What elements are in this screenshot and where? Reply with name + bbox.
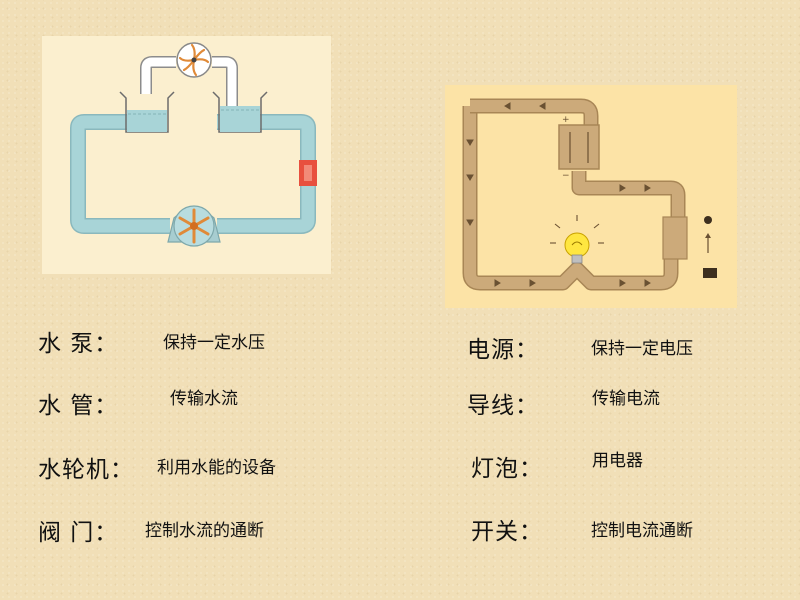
water-pipe-term: 水 管： — [38, 393, 119, 419]
water-valve-desc: 控制水流的通断 — [145, 521, 264, 541]
electric-source-term: 电源： — [467, 337, 539, 363]
electric-switch-term: 开关： — [471, 519, 543, 545]
electric-circuit-diagram: + − — [445, 85, 737, 308]
svg-text:−: − — [562, 171, 570, 181]
water-pump-term: 水 泵： — [38, 331, 119, 357]
electric-switch-desc: 控制电流通断 — [591, 521, 693, 541]
water-valve-icon — [299, 160, 317, 186]
water-circuit-diagram — [42, 36, 331, 274]
svg-text:+: + — [562, 115, 570, 125]
electric-source-icon: + − — [558, 115, 600, 181]
water-wheel-desc: 利用水能的设备 — [157, 458, 276, 478]
electric-bulb-desc: 用电器 — [592, 451, 643, 471]
water-pump-desc: 保持一定水压 — [163, 333, 265, 353]
water-turbine-icon — [176, 42, 212, 78]
electric-source-desc: 保持一定电压 — [591, 339, 693, 359]
electric-wire-term: 导线： — [467, 393, 539, 419]
electric-wire-desc: 传输电流 — [592, 389, 660, 409]
electric-bulb-term: 灯泡： — [471, 456, 543, 482]
light-bulb-icon — [550, 215, 604, 264]
water-pump-icon — [167, 205, 221, 247]
water-wheel-term: 水轮机： — [38, 457, 134, 483]
water-valve-term: 阀 门： — [38, 520, 119, 546]
electric-switch-icon — [662, 216, 717, 278]
water-pipe-desc: 传输水流 — [170, 389, 238, 409]
